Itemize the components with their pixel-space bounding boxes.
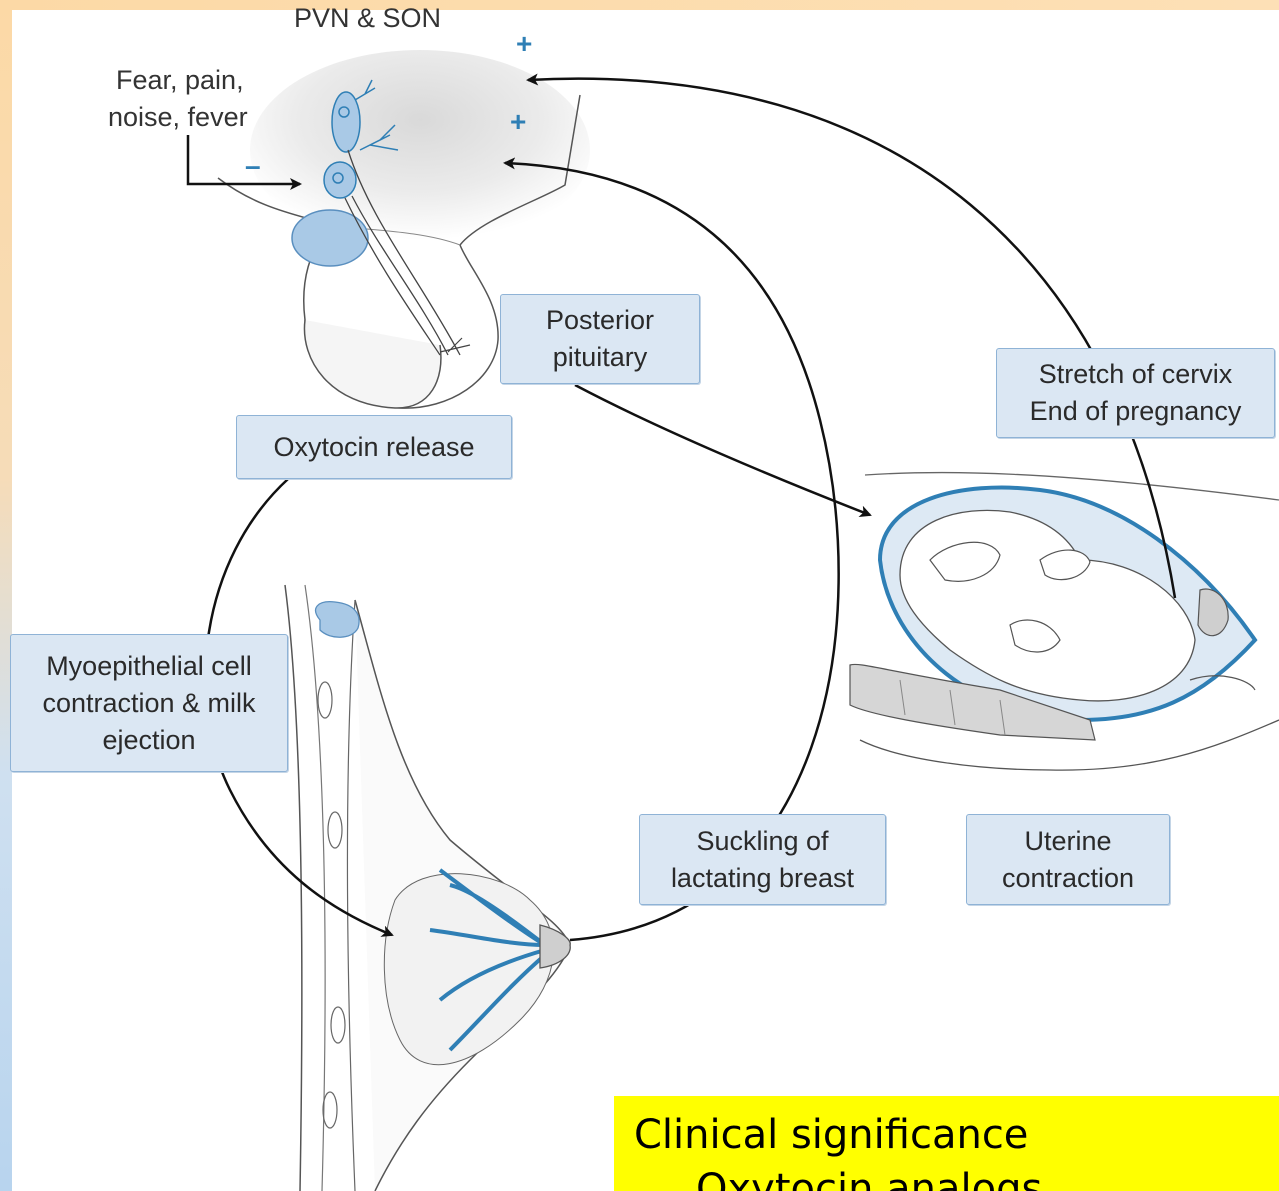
minus-sign: –	[245, 150, 261, 182]
clinical-significance-title: Clinical significance	[634, 1108, 1279, 1162]
label-suckling: Suckling of lactating breast	[639, 814, 886, 905]
label-uterine-line-1: Uterine	[967, 823, 1169, 860]
label-myoepithelial-line-2: contraction & milk	[11, 685, 287, 722]
stimulus-line-2: noise, fever	[108, 99, 248, 136]
plus-sign-middle: +	[510, 106, 526, 138]
label-posterior-pituitary: Posterior pituitary	[500, 294, 700, 384]
label-oxytocin-release: Oxytocin release	[236, 415, 512, 479]
label-suckling-line-2: lactating breast	[640, 860, 885, 897]
clinical-significance-bullet: Oxytocin analogs...	[634, 1162, 1279, 1191]
label-stretch-of-cervix-line-1: Stretch of cervix	[997, 356, 1274, 393]
label-uterine-contraction: Uterine contraction	[966, 814, 1170, 905]
breast-illustration	[285, 585, 570, 1191]
label-myoepithelial: Myoepithelial cell contraction & milk ej…	[10, 634, 288, 772]
label-myoepithelial-line-3: ejection	[11, 722, 287, 759]
pvn-son-label: PVN & SON	[294, 0, 441, 37]
label-oxytocin-release-text: Oxytocin release	[237, 429, 511, 466]
clinical-significance-box: Clinical significance Oxytocin analogs..…	[614, 1096, 1279, 1191]
uterus-fetus-illustration	[850, 473, 1279, 771]
label-uterine-line-2: contraction	[967, 860, 1169, 897]
label-stretch-of-cervix: Stretch of cervix End of pregnancy	[996, 348, 1275, 438]
label-posterior-pituitary-line-2: pituitary	[501, 339, 699, 376]
label-posterior-pituitary-line-1: Posterior	[501, 302, 699, 339]
plus-sign-top: +	[516, 28, 532, 60]
label-stretch-of-cervix-line-2: End of pregnancy	[997, 393, 1274, 430]
label-myoepithelial-line-1: Myoepithelial cell	[11, 648, 287, 685]
label-suckling-line-1: Suckling of	[640, 823, 885, 860]
stimulus-line-1: Fear, pain,	[116, 62, 244, 99]
